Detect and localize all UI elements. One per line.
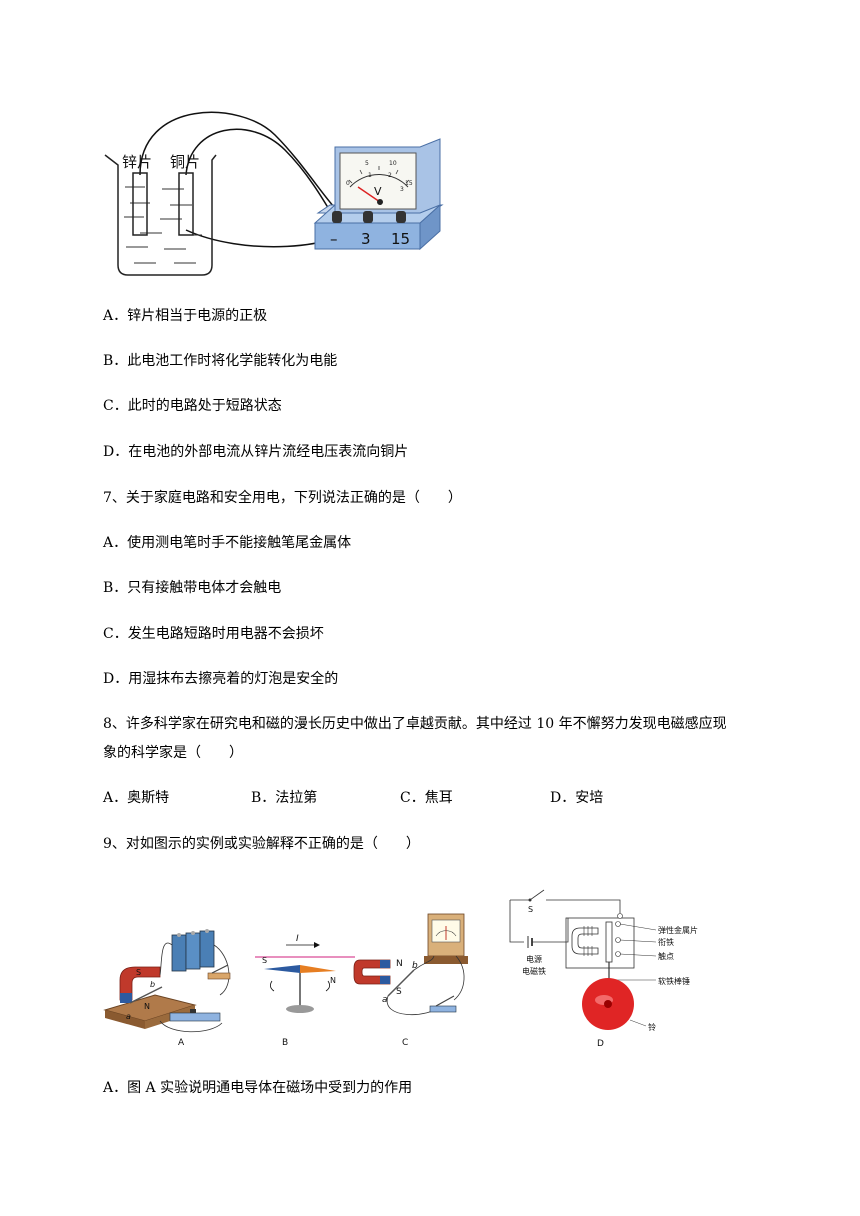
fig-d-label-armature: 衔铁 bbox=[658, 937, 674, 947]
terminal-15: 15 bbox=[391, 230, 410, 248]
switch-c bbox=[429, 1005, 457, 1013]
fig-a-label-s: S bbox=[136, 968, 141, 977]
scale-tick-1: 1 bbox=[368, 172, 372, 179]
q7-option-c: C．发生电路短路时用电器不会损坏 bbox=[103, 626, 324, 642]
scale-tick-3: 3 bbox=[400, 186, 404, 193]
fig-b-current-label: I bbox=[296, 934, 299, 944]
galvanic-cell-figure: 锌片 铜片 0 5 1 10 2 15 3 V – 3 15 bbox=[104, 111, 444, 276]
terminal-minus: – bbox=[330, 230, 338, 248]
fig-d-caption: D bbox=[597, 1039, 604, 1049]
fig-c-caption: C bbox=[402, 1038, 408, 1048]
meter-unit: V bbox=[374, 185, 382, 198]
scale-tick-5: 5 bbox=[365, 160, 369, 167]
fig-d-label-bell: 铃 bbox=[648, 1022, 656, 1032]
fig-c-label-s: S bbox=[396, 987, 402, 997]
q7-option-b: B．只有接触带电体才会触电 bbox=[103, 580, 282, 596]
wire-zinc bbox=[139, 111, 349, 218]
fig-b-caption: B bbox=[282, 1038, 288, 1048]
fig-d-label-hammer: 软铁棒锤 bbox=[658, 976, 690, 986]
compass-needle-south bbox=[264, 965, 300, 973]
terminal-3: 3 bbox=[361, 230, 371, 248]
zinc-plate bbox=[132, 172, 148, 236]
beaker bbox=[104, 154, 217, 276]
q6-option-a: A．锌片相当于电源的正极 bbox=[103, 308, 268, 324]
battery-pack bbox=[171, 929, 215, 972]
galvanometer bbox=[424, 913, 468, 964]
voltmeter: 0 5 1 10 2 15 3 V – 3 15 bbox=[313, 138, 444, 251]
meter-needle bbox=[357, 186, 381, 203]
q6-option-b: B．此电池工作时将化学能转化为电能 bbox=[103, 353, 338, 369]
fig-b-label-s: S bbox=[262, 956, 267, 965]
q9-stem: 9、对如图示的实例或实验解释不正确的是（ ） bbox=[103, 836, 420, 852]
rheostat bbox=[169, 1012, 221, 1022]
fig-d-label-electromagnet: 电磁铁 bbox=[522, 966, 546, 976]
q8-option-a: A．奥斯特 bbox=[103, 790, 170, 806]
q7-option-a: A．使用测电笔时手不能接触笔尾金属体 bbox=[103, 535, 352, 551]
q7-option-d: D．用湿抹布去擦亮着的灯泡是安全的 bbox=[103, 671, 339, 687]
fig-a-label-b: b bbox=[150, 980, 155, 989]
scale-tick-0: 0 bbox=[346, 180, 350, 187]
switch bbox=[207, 972, 231, 980]
q9-figure-a: S N b a A bbox=[103, 929, 231, 1048]
q9-figure-b: I S N B bbox=[255, 934, 355, 1048]
q9-figure-c: N b a S C bbox=[353, 913, 468, 1048]
copper-label: 铜片 bbox=[170, 153, 200, 171]
electromagnet bbox=[571, 927, 599, 955]
copper-plate bbox=[178, 172, 194, 236]
scale-tick-10: 10 bbox=[389, 160, 397, 167]
fig-a-label-a: a bbox=[126, 1012, 131, 1021]
fig-b-label-n: N bbox=[330, 976, 336, 985]
q6-option-c: C．此时的电路处于短路状态 bbox=[103, 398, 282, 414]
zinc-label: 锌片 bbox=[122, 153, 152, 171]
fig-d-label-switch: S bbox=[528, 905, 533, 914]
fig-a-label-n: N bbox=[144, 1002, 150, 1011]
fig-c-label-n: N bbox=[396, 959, 403, 969]
fig-c-label-b: b bbox=[412, 961, 418, 971]
fig-d-label-power: 电源 bbox=[526, 954, 542, 964]
meter-face bbox=[339, 152, 417, 210]
q6-option-d: D．在电池的外部电流从锌片流经电压表流向铜片 bbox=[103, 444, 409, 460]
q8-stem-line2: 象的科学家是（ ） bbox=[103, 745, 243, 761]
horseshoe-magnet bbox=[119, 966, 161, 1001]
q8-option-d: D．安培 bbox=[550, 790, 604, 806]
electrolyte-lines bbox=[124, 186, 202, 264]
q8-stem-line1: 8、许多科学家在研究电和磁的漫长历史中做出了卓越贡献。其中经过 10 年不懈努力… bbox=[103, 716, 727, 732]
scale-tick-15: 15 bbox=[405, 180, 413, 187]
q9-figure-d: S 电源 电磁铁 弹性金属片 衔铁 触点 软铁棒锤 铃 D bbox=[509, 889, 698, 1049]
fig-c-label-a: a bbox=[382, 995, 388, 1005]
compass-needle-north bbox=[300, 965, 336, 973]
fig-d-label-spring: 弹性金属片 bbox=[658, 925, 698, 935]
q7-stem: 7、关于家庭电路和安全用电，下列说法正确的是（ ） bbox=[103, 490, 462, 506]
fig-d-label-contact: 触点 bbox=[658, 951, 674, 961]
fig-a-caption: A bbox=[178, 1038, 185, 1048]
q8-option-b: B．法拉第 bbox=[251, 790, 318, 806]
scale-tick-2: 2 bbox=[388, 172, 392, 179]
q9-option-a: A．图 A 实验说明通电导体在磁场中受到力的作用 bbox=[103, 1080, 413, 1096]
q8-option-c: C．焦耳 bbox=[400, 790, 453, 806]
